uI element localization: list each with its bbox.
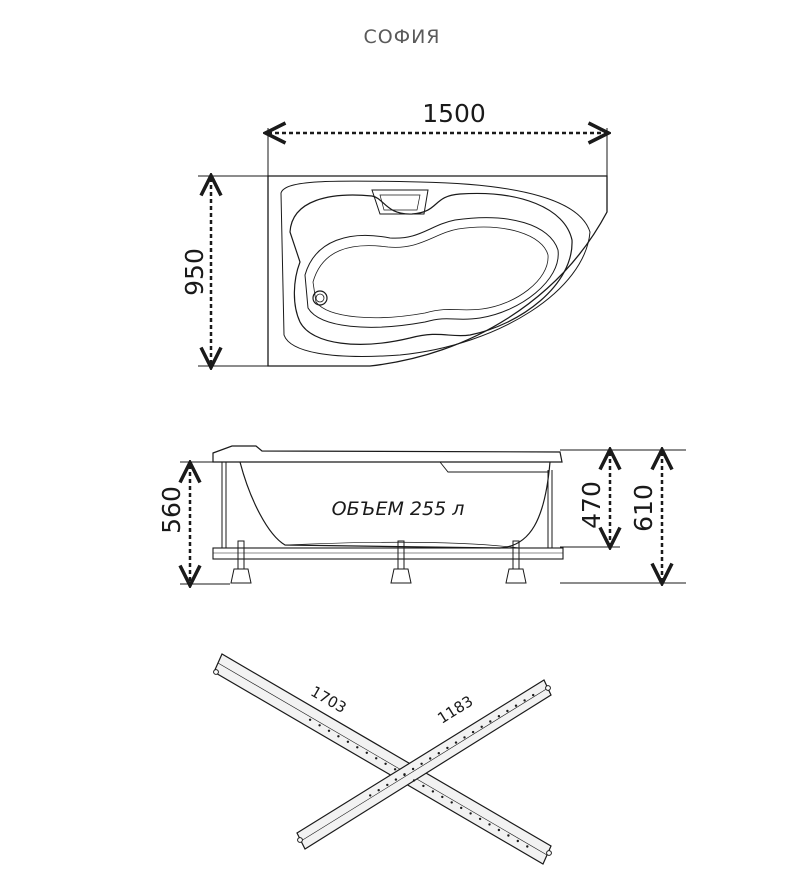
mounting-hole [506, 709, 509, 713]
frame-beam [212, 547, 564, 560]
mounting-hole [526, 845, 529, 848]
mounting-hole [394, 778, 398, 781]
bolt-hole [213, 669, 219, 675]
mounting-hole [488, 823, 491, 826]
short-bar-length-label: 1183 [434, 692, 476, 728]
mounting-hole [308, 718, 312, 721]
mounting-hole [497, 715, 501, 718]
mounting-hole [489, 720, 492, 723]
mounting-hole [450, 801, 453, 804]
bathtub-rim [212, 445, 563, 463]
mounting-hole [327, 729, 331, 732]
mounting-hole [431, 790, 435, 793]
top-view [198, 128, 607, 366]
mounting-hole [346, 740, 350, 743]
mounting-hole [514, 704, 518, 707]
bathtub-outline [267, 175, 608, 367]
mounting-hole [369, 794, 372, 797]
mounting-hole [478, 817, 482, 821]
mounting-hole [422, 784, 425, 788]
mounting-hole [412, 779, 416, 782]
mounting-hole [356, 746, 359, 749]
side-view [180, 445, 686, 584]
depth-label: 950 [180, 248, 209, 296]
rim-height-label: 470 [577, 481, 606, 529]
mounting-hole [393, 768, 397, 771]
leg-height-label: 610 [629, 484, 658, 532]
mounting-hole [384, 762, 387, 765]
mounting-hole [469, 812, 472, 815]
mounting-hole [411, 767, 415, 771]
frame-bars [213, 653, 552, 865]
mounting-hole [375, 757, 378, 760]
mounting-hole [337, 735, 340, 738]
mounting-hole [497, 828, 501, 832]
mounting-hole [460, 806, 463, 810]
mounting-holes [213, 669, 552, 856]
volume-label: ОБЪЕМ 255 л [332, 498, 465, 520]
mounting-hole [446, 746, 449, 750]
mounting-hole [365, 751, 368, 754]
product-title: СОФИЯ [363, 26, 441, 48]
mounting-hole [437, 752, 440, 755]
leg-icon [230, 540, 527, 584]
bolt-hole [545, 685, 551, 691]
mounting-hole [507, 834, 510, 837]
drain-icon [312, 290, 328, 306]
bolt-hole [297, 837, 303, 843]
mounting-hole [516, 839, 519, 843]
mounting-hole [420, 762, 423, 765]
mounting-hole [463, 736, 466, 739]
mounting-hole [377, 789, 380, 792]
mounting-hole [318, 724, 321, 727]
mounting-hole [386, 783, 389, 787]
mounting-hole [523, 699, 526, 702]
mounting-hole [454, 741, 458, 744]
mounting-hole [532, 693, 535, 697]
mounting-hole [429, 757, 432, 760]
mounting-hole [441, 795, 444, 799]
total-height-label: 560 [157, 486, 186, 534]
mounting-hole [480, 725, 483, 728]
width-label: 1500 [422, 99, 486, 128]
headrest [371, 189, 429, 215]
bolt-hole [546, 850, 552, 856]
bathtub-bowl [289, 192, 573, 345]
mounting-hole [403, 773, 406, 776]
mounting-hole [471, 730, 475, 734]
